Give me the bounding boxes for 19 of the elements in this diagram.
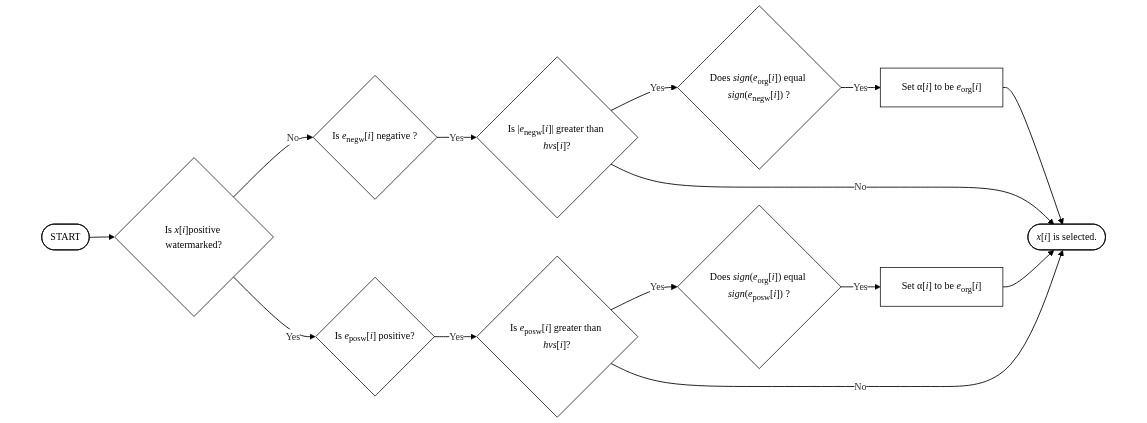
edge-label: Yes <box>649 82 665 93</box>
edge-label: No <box>854 381 867 392</box>
node-diamond: Is e$_{posw}$[i] greater than hvs[i]? <box>476 255 639 418</box>
edge-label: Yes <box>285 331 301 343</box>
node-diamond: Is e$_{negw}$[i] negative ? <box>312 75 438 200</box>
edge-label: Yes <box>449 131 464 143</box>
node-diamond: Does sign(e$_{org}$[i]) equal sign(e$_{posw}$[i]) ? <box>677 204 842 369</box>
node-box: Set α[i] to be e$_{org}$[i] <box>879 67 1004 108</box>
edge-label: Yes <box>853 281 868 293</box>
edge-label: No <box>854 181 867 193</box>
edge-label: Yes <box>649 281 665 293</box>
node-diamond: Is x[i]positive watermarked? <box>114 157 274 317</box>
edge-label: Yes <box>853 82 868 93</box>
node-box: Set α[i] to be e$_{org}$[i] <box>879 267 1004 307</box>
node-diamond: Does sign(e$_{org}$[i]) equal sign(e$_{negw}$[i]) ? <box>677 5 842 170</box>
edge-label: Yes <box>449 331 464 343</box>
edge-label: No <box>286 131 299 143</box>
node-diamond: Is e$_{posw}$[i] positive? <box>315 276 435 397</box>
node-diamond: Is |e$_{negw}$[i]| greater than hvs[i]? <box>476 56 639 219</box>
